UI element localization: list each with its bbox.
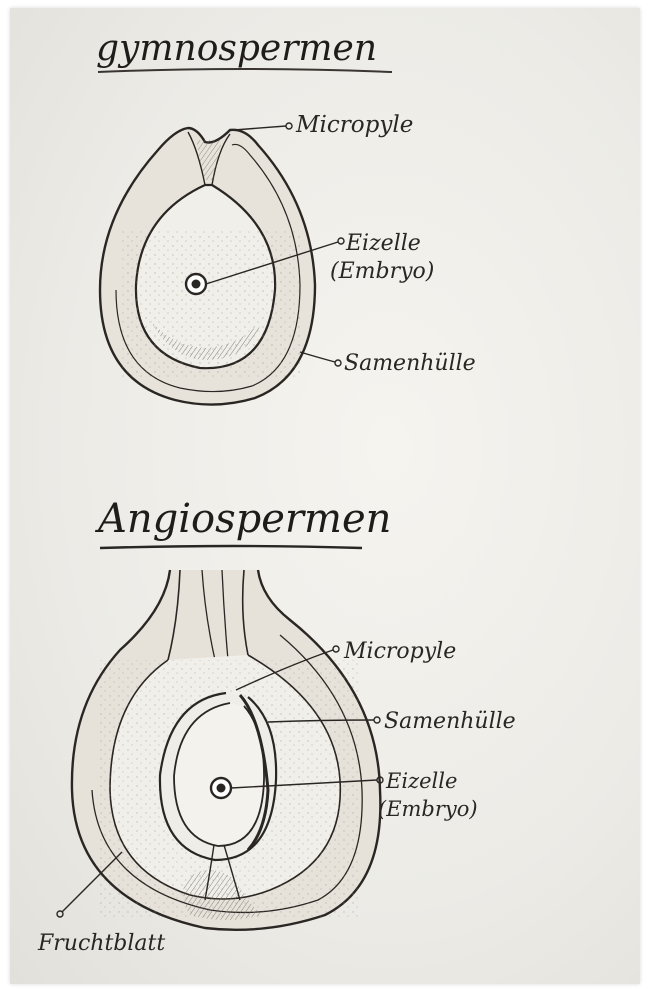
gymnosperm-micropyle-leader <box>234 126 286 130</box>
angiosperm-label-eizelle: Eizelle <box>385 769 457 793</box>
gymnosperm-samenhuelle-marker <box>335 360 341 366</box>
gymnosperm-diagram: gymnospermen Micropyle Eizell <box>96 28 476 405</box>
gymnosperm-title: gymnospermen <box>96 28 377 69</box>
angiosperm-micropyle-marker <box>333 646 339 652</box>
gymnosperm-label-embryo: (Embryo) <box>330 259 434 284</box>
gymnosperm-micropyle-marker <box>286 123 292 129</box>
gymnosperm-label-micropyle: Micropyle <box>295 112 413 138</box>
gymnosperm-samenhuelle-leader <box>300 352 335 362</box>
angiosperm-fruchtblatt-marker <box>57 911 63 917</box>
gymnosperm-egg-nucleus <box>192 280 201 289</box>
angiosperm-diagram: Angiospermen <box>37 496 516 956</box>
gymnosperm-stipple <box>120 230 300 380</box>
gymnosperm-title-underline <box>98 69 392 72</box>
angiosperm-label-micropyle: Micropyle <box>343 639 456 664</box>
angiosperm-egg-nucleus <box>217 784 226 793</box>
gymnosperm-label-eizelle: Eizelle <box>345 231 421 256</box>
gymnosperm-eizelle-marker <box>338 238 344 244</box>
angiosperm-label-embryo: (Embryo) <box>378 797 478 821</box>
angiosperm-samenhuelle-marker <box>374 717 380 723</box>
angiosperm-label-fruchtblatt: Fruchtblatt <box>37 931 165 956</box>
gymnosperm-label-samenhuelle: Samenhülle <box>344 351 476 376</box>
angiosperm-label-samenhuelle: Samenhülle <box>384 709 516 734</box>
angiosperm-title-underline <box>100 546 362 548</box>
angiosperm-title: Angiospermen <box>94 496 391 542</box>
